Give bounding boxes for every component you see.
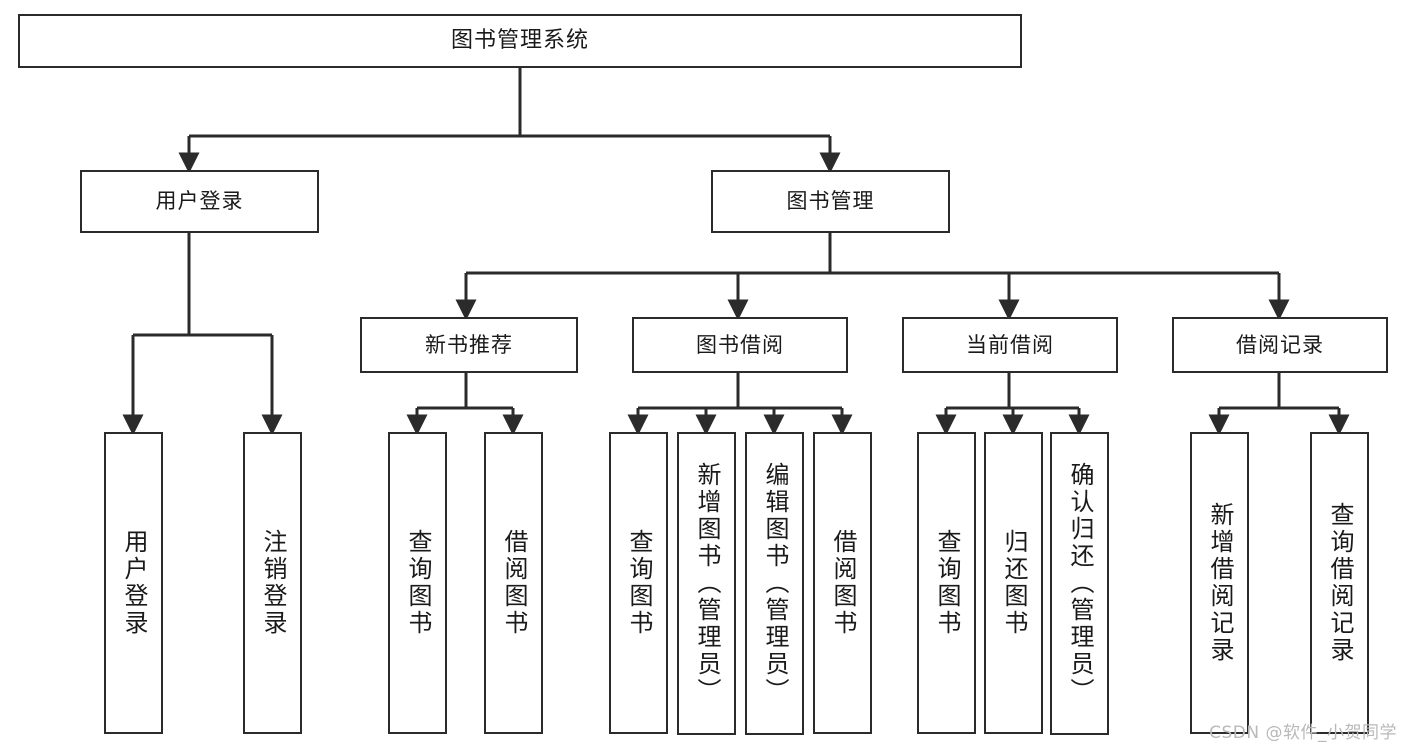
- node-label: 借阅图书: [499, 529, 528, 637]
- node-label: 查询图书: [403, 529, 432, 637]
- node-label: 注销登录: [258, 529, 287, 637]
- node-root-book-management-system[interactable]: 图书管理系统: [18, 14, 1022, 68]
- node-label: 归还图书: [999, 529, 1028, 637]
- node-leaf-borrow-search-book[interactable]: 查询图书: [609, 432, 668, 734]
- node-leaf-add-book-admin[interactable]: 新增图书（管理员）: [677, 432, 736, 735]
- node-user-login[interactable]: 用户登录: [80, 170, 319, 233]
- node-label: 用户登录: [155, 189, 244, 214]
- node-leaf-edit-book-admin[interactable]: 编辑图书（管理员）: [745, 432, 804, 735]
- node-leaf-borrow-book[interactable]: 借阅图书: [813, 432, 872, 734]
- watermark: CSDN @软件_小贺同学: [1209, 723, 1397, 743]
- node-label: 新增借阅记录: [1205, 502, 1234, 664]
- node-new-book-recommend[interactable]: 新书推荐: [360, 317, 578, 373]
- node-label: 当前借阅: [966, 332, 1054, 357]
- node-leaf-search-borrow-record[interactable]: 查询借阅记录: [1310, 432, 1369, 734]
- node-borrow-record[interactable]: 借阅记录: [1172, 317, 1388, 373]
- node-label: 新书推荐: [425, 332, 513, 357]
- node-leaf-logout[interactable]: 注销登录: [243, 432, 302, 734]
- node-label: 查询图书: [932, 529, 961, 637]
- node-leaf-recommend-search-book[interactable]: 查询图书: [388, 432, 447, 734]
- node-label: 借阅图书: [828, 529, 857, 637]
- node-book-management[interactable]: 图书管理: [711, 170, 950, 233]
- node-label: 编辑图书（管理员）: [760, 462, 789, 705]
- node-leaf-add-borrow-record[interactable]: 新增借阅记录: [1190, 432, 1249, 734]
- node-label: 图书管理: [786, 189, 875, 214]
- node-label: 图书管理系统: [450, 28, 589, 54]
- node-leaf-current-search-book[interactable]: 查询图书: [917, 432, 976, 734]
- node-label: 确认归还（管理员）: [1065, 462, 1094, 705]
- node-label: 图书借阅: [696, 332, 784, 357]
- node-leaf-user-login[interactable]: 用户登录: [104, 432, 163, 734]
- node-label: 借阅记录: [1236, 332, 1324, 357]
- node-book-borrow[interactable]: 图书借阅: [632, 317, 848, 373]
- node-current-borrow[interactable]: 当前借阅: [902, 317, 1118, 373]
- node-leaf-confirm-return-admin[interactable]: 确认归还（管理员）: [1050, 432, 1109, 735]
- node-label: 新增图书（管理员）: [692, 462, 721, 705]
- node-label: 用户登录: [119, 529, 148, 637]
- node-label: 查询图书: [624, 529, 653, 637]
- node-label: 查询借阅记录: [1325, 502, 1354, 664]
- node-leaf-recommend-borrow-book[interactable]: 借阅图书: [484, 432, 543, 734]
- node-leaf-return-book[interactable]: 归还图书: [984, 432, 1043, 734]
